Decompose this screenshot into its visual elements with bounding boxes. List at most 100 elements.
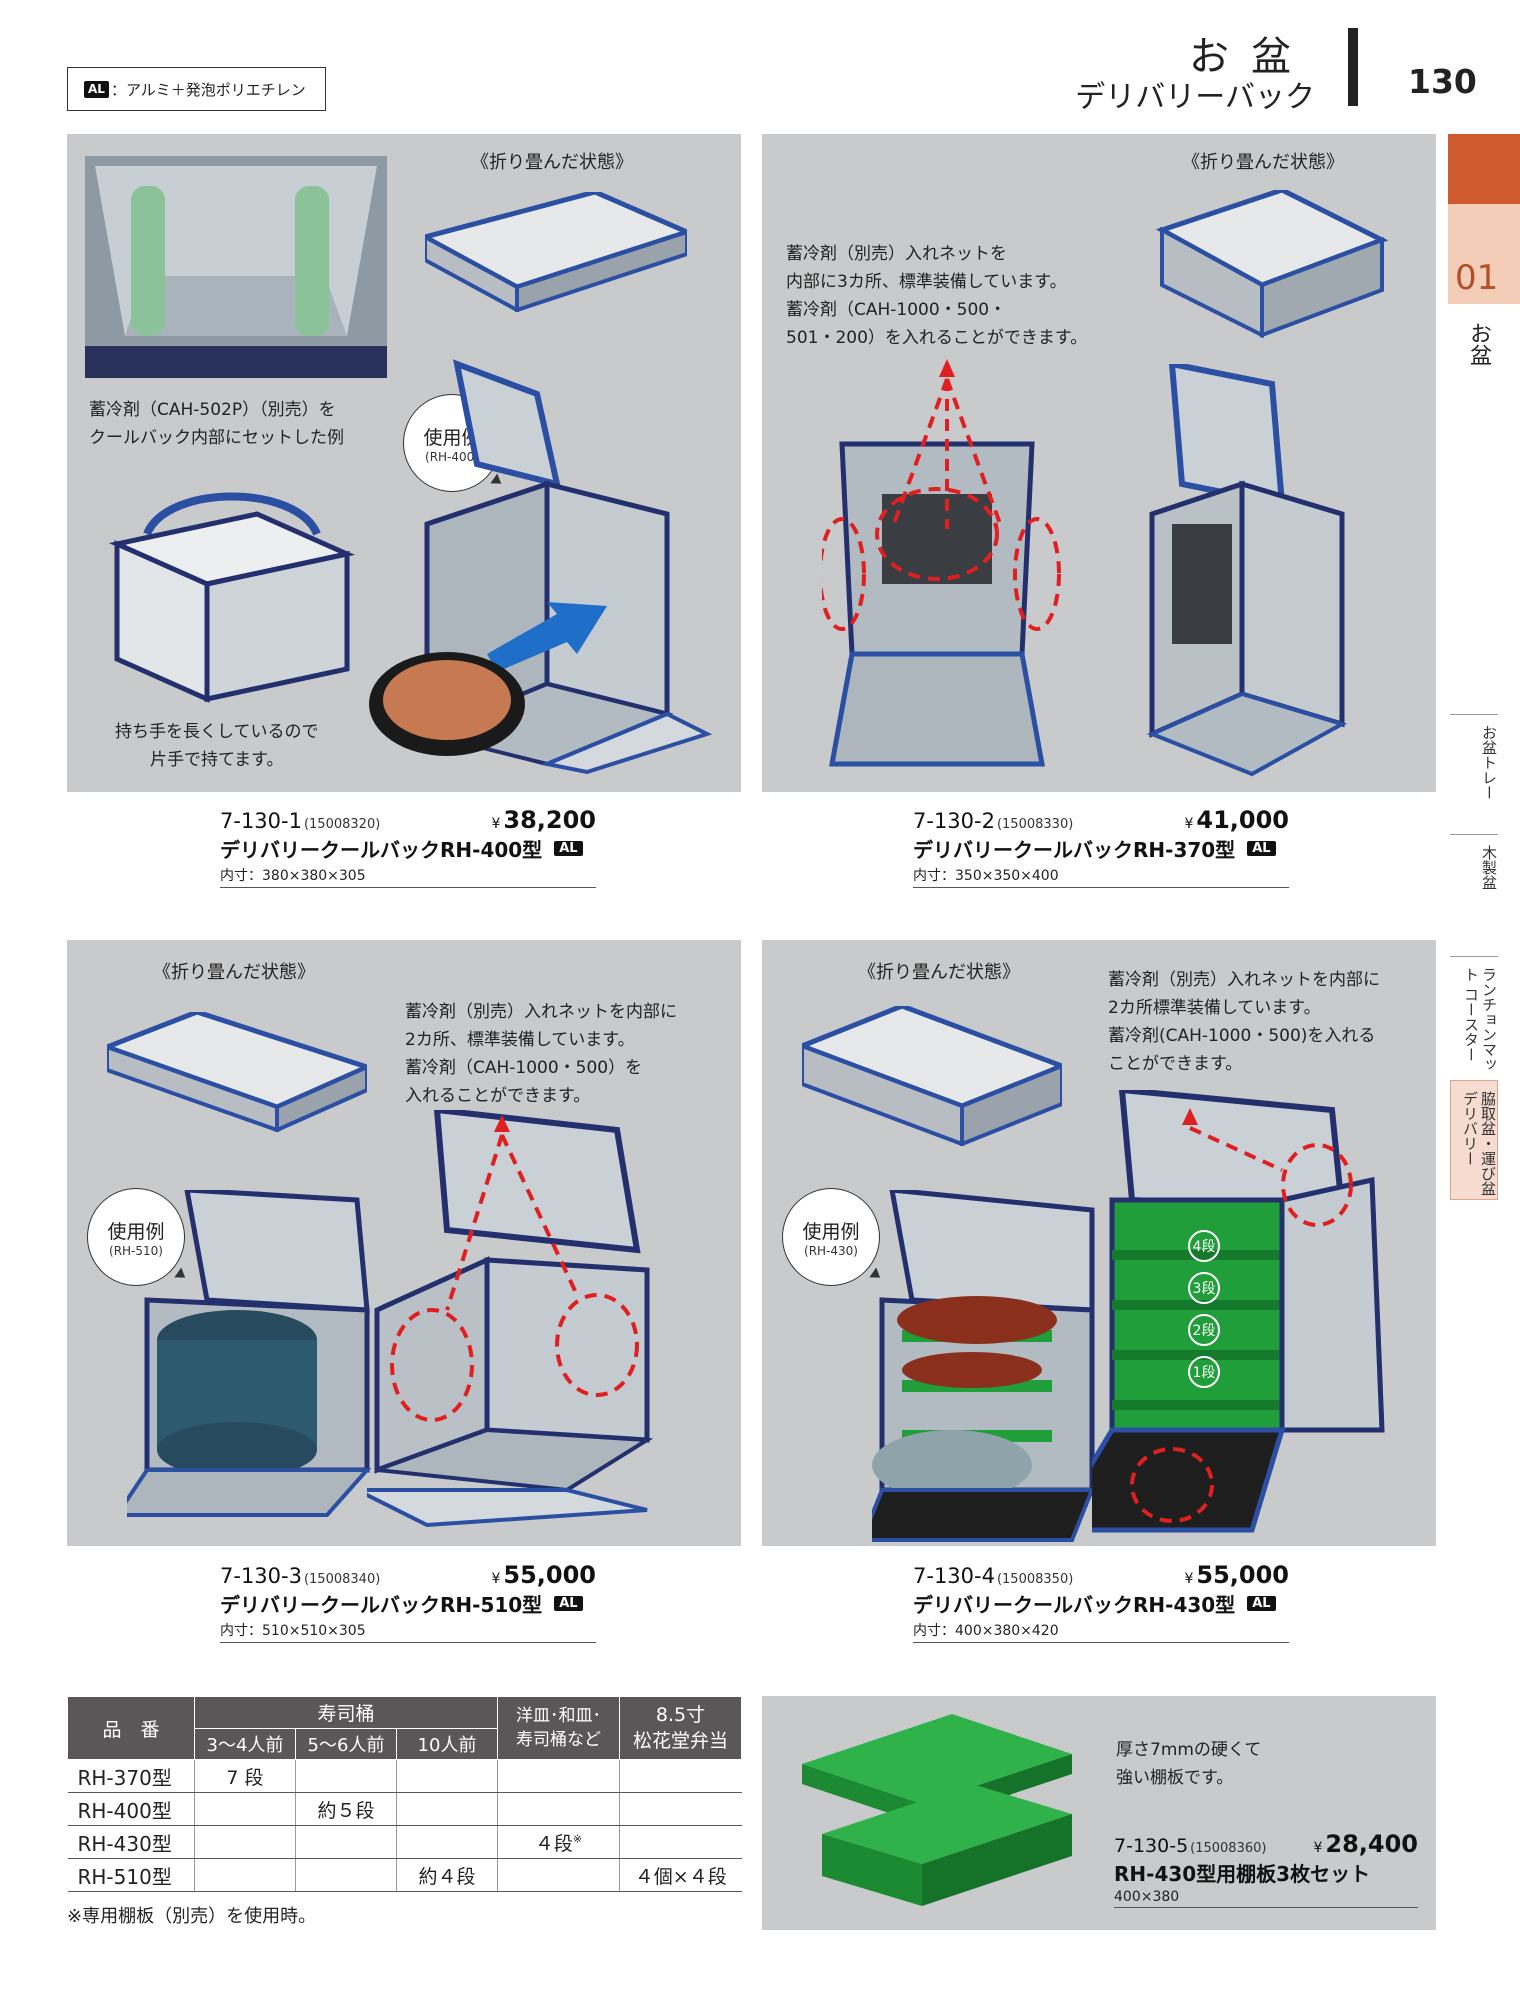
folded-label: 《折り畳んだ状態》	[1182, 152, 1344, 173]
product-info-7-130-3: 7-130-3(15008340) ¥55,000 デリバリークールバックRH-…	[220, 1561, 596, 1643]
caption-shelf: 厚さ7mmの硬くて 強い棚板です。	[1116, 1740, 1262, 1788]
table-row: RH-430型 ４段※	[67, 1825, 742, 1859]
side-tab-mat[interactable]: ランチョンマット コースター	[1450, 956, 1498, 1076]
open-bag-illustration	[369, 359, 713, 774]
table-footnote: ※専用棚板（別売）を使用時。	[67, 1906, 317, 1927]
bubble-model: (RH-430)	[804, 1243, 858, 1258]
col-header-model: 品 番	[67, 1696, 195, 1760]
section-label: お盆	[1466, 322, 1491, 366]
folded-bag-illustration	[425, 192, 687, 312]
col-header-sushi-3-4: 3～4人前	[194, 1728, 296, 1760]
al-badge: AL	[1247, 841, 1276, 856]
product-price: ¥55,000	[491, 1561, 596, 1589]
header-divider	[1348, 28, 1358, 106]
tier-labels: 4段 3段 2段 1段	[1188, 1230, 1220, 1388]
product-info-7-130-4: 7-130-4(15008350) ¥55,000 デリバリークールバックRH-…	[913, 1561, 1289, 1643]
al-badge: AL	[84, 80, 109, 98]
product-dimensions: 内寸：400×380×420	[913, 1623, 1059, 1639]
folded-label: 《折り畳んだ状態》	[153, 962, 315, 983]
legend-text: ：アルミ＋発泡ポリエチレン	[110, 80, 306, 99]
col-header-sushi: 寿司桶	[194, 1696, 498, 1729]
folded-bag-illustration	[1155, 190, 1389, 339]
guide-lines	[890, 359, 1004, 530]
caption-nets: 蓄冷剤（別売）入れネットを内部に 2カ所、標準装備しています。 蓄冷剤（CAH-…	[405, 1002, 677, 1106]
bag-with-plates-illustration	[872, 1190, 1095, 1542]
bubble-title: 使用例	[802, 1220, 860, 1243]
category-title: お盆	[1189, 34, 1313, 80]
shelf-boards-illustration	[802, 1714, 1072, 1906]
index-tab-accent	[1448, 134, 1520, 204]
tier-label: 3段	[1188, 1272, 1220, 1304]
al-badge: AL	[554, 841, 583, 856]
product-price: ¥28,400	[1313, 1830, 1418, 1858]
open-large-bag-illustration	[367, 1110, 654, 1528]
usage-bubble: 使用例 (RH-510)	[87, 1188, 185, 1286]
product-code: 7-130-5(15008360)	[1114, 1835, 1267, 1857]
product-price: ¥38,200	[491, 806, 596, 834]
bubble-model: (RH-510)	[109, 1243, 163, 1258]
panel-rh400: 《折り畳んだ状態》 蓄冷剤（CAH-502P）（別売）を クールバック内部にセッ…	[67, 134, 741, 792]
panel-rh430: 《折り畳んだ状態》 蓄冷剤（別売）入れネットを内部に 2カ所標準装備しています。…	[762, 940, 1436, 1546]
al-badge: AL	[554, 1596, 583, 1611]
bubble-model: (RH-400)	[425, 449, 479, 464]
col-header-bento: 8.5寸 松花堂弁当	[619, 1696, 742, 1760]
side-tab-delivery[interactable]: 脇取盆・運び盆 デリバリー	[1450, 1080, 1498, 1200]
panel-shelf-set: 厚さ7mmの硬くて 強い棚板です。	[762, 1696, 1436, 1930]
product-info-7-130-2: 7-130-2(15008330) ¥41,000 デリバリークールバックRH-…	[913, 806, 1289, 888]
caption-inner: 蓄冷剤（CAH-502P）（別売）を クールバック内部にセットした例	[89, 400, 344, 448]
table-row: RH-510型 約４段 ４個×４段	[67, 1858, 742, 1892]
al-badge: AL	[1247, 1596, 1276, 1611]
table-row: RH-400型 約５段	[67, 1792, 742, 1826]
product-dimensions: 400×380	[1114, 1889, 1180, 1905]
bag-with-nets-illustration	[822, 441, 1061, 767]
bubble-title: 使用例	[107, 1220, 165, 1243]
folded-bag-illustration	[802, 1006, 1062, 1146]
product-dimensions: 内寸：380×380×305	[220, 868, 366, 884]
table-row: RH-370型 7 段	[67, 1759, 742, 1793]
closed-bag-illustration	[108, 492, 356, 703]
col-header-sushi-5-6: 5～6人前	[295, 1728, 397, 1760]
tier-label: 4段	[1188, 1230, 1220, 1262]
product-code: 7-130-3(15008340)	[220, 1564, 381, 1588]
usage-bubble: 使用例 (RH-430)	[782, 1188, 880, 1286]
product-dimensions: 内寸：510×510×305	[220, 1623, 366, 1639]
index-section-tab[interactable]	[1448, 204, 1520, 304]
caption-nets: 蓄冷剤（別売）入れネットを内部に 2カ所標準装備しています。 蓄冷剤(CAH-1…	[1108, 970, 1380, 1074]
side-tab-tray[interactable]: お盆トレー	[1450, 714, 1498, 824]
bag-with-shelves-illustration	[1092, 1090, 1385, 1533]
caption-handle: 持ち手を長くしているので 片手で持てます。	[115, 722, 319, 770]
product-code: 7-130-2(15008330)	[913, 809, 1074, 833]
caption-nets: 蓄冷剤（別売）入れネットを 内部に3カ所、標準装備しています。 蓄冷剤（CAH-…	[786, 244, 1088, 348]
inset-photo-cooling-packs	[85, 156, 387, 378]
product-code: 7-130-1(15008320)	[220, 809, 381, 833]
folded-label: 《折り畳んだ状態》	[471, 152, 633, 173]
product-price: ¥41,000	[1184, 806, 1289, 834]
panel-rh370: 《折り畳んだ状態》 蓄冷剤（別売）入れネットを 内部に3カ所、標準装備しています…	[762, 134, 1436, 792]
product-dimensions: 内寸：350×350×400	[913, 868, 1059, 884]
col-header-sushi-10: 10人前	[396, 1728, 498, 1760]
open-tall-bag-illustration	[1146, 364, 1348, 777]
capacity-table: 品 番 寿司桶 洋皿･和皿･ 寿司桶など 8.5寸 松花堂弁当 3～4人前 5～…	[67, 1696, 742, 1892]
product-info-7-130-1: 7-130-1(15008320) ¥38,200 デリバリークールバックRH-…	[220, 806, 596, 888]
panel-rh510: 《折り畳んだ状態》 蓄冷剤（別売）入れネットを内部に 2カ所、標準装備しています…	[67, 940, 741, 1546]
material-legend: AL ：アルミ＋発泡ポリエチレン	[67, 67, 326, 111]
bag-with-sushi-tubs-illustration	[127, 1190, 372, 1517]
product-price: ¥55,000	[1184, 1561, 1289, 1589]
bubble-title: 使用例	[423, 426, 481, 449]
tier-label: 2段	[1188, 1314, 1220, 1346]
section-number: 01	[1455, 258, 1499, 298]
category-subtitle: デリバリーバック	[1075, 80, 1315, 115]
folded-label: 《折り畳んだ状態》	[858, 962, 1020, 983]
col-header-plates: 洋皿･和皿･ 寿司桶など	[497, 1696, 620, 1760]
page-number: 130	[1408, 62, 1477, 101]
product-info-7-130-5: 7-130-5(15008360) ¥28,400 RH-430型用棚板3枚セッ…	[1114, 1830, 1418, 1908]
side-tab-wood[interactable]: 木製盆	[1450, 834, 1498, 914]
folded-bag-illustration	[107, 1012, 367, 1132]
tier-label: 1段	[1188, 1356, 1220, 1388]
product-name: RH-430型用棚板3枚セット	[1114, 1862, 1371, 1886]
product-code: 7-130-4(15008350)	[913, 1564, 1074, 1588]
